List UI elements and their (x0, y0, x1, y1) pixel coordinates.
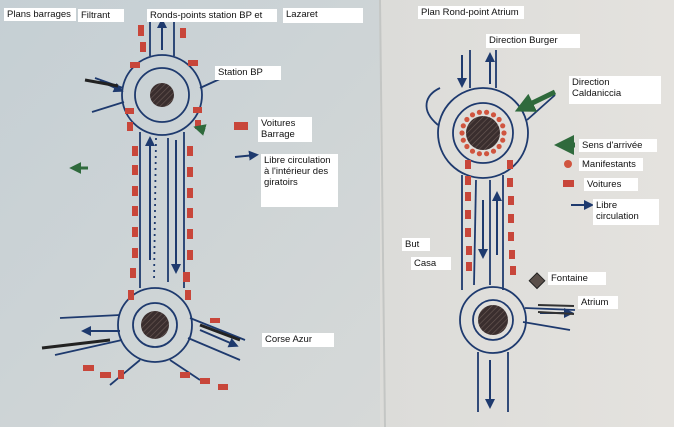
protester-dot (501, 130, 507, 136)
roundabout-station-bp (150, 83, 174, 107)
label-fontaine: Fontaine (548, 272, 606, 285)
protester-dot (484, 151, 490, 157)
protesters (459, 109, 507, 157)
protester-dot (490, 148, 497, 154)
label-plan-rond-point-atrium: Plan Rond-point Atrium (418, 6, 524, 19)
label-direction-caldaniccia: Direction Caldaniccia (569, 76, 661, 104)
label-lazaret: Lazaret (283, 8, 363, 23)
label-sens-arrivee: Sens d'arrivée (579, 139, 657, 152)
roundabout-lazaret (141, 311, 169, 339)
left-barrage-cars (83, 25, 248, 390)
label-voitures: Voitures (584, 178, 638, 191)
label-atrium: Atrium (578, 296, 618, 309)
fountain-icon (528, 272, 546, 290)
roundabout-atrium-top (466, 116, 500, 150)
left-road-network (54, 18, 246, 386)
label-filtrant: Filtrant (78, 9, 124, 22)
protester-dot (464, 143, 470, 150)
label-station-bp: Station BP (215, 66, 281, 80)
right-green-arrows (514, 89, 575, 155)
protester-dot (469, 112, 476, 118)
label-direction-burger: Direction Burger (486, 34, 580, 48)
protester-dot (496, 116, 502, 123)
protester-dot (500, 123, 506, 129)
protester-dot (496, 143, 502, 150)
protester-dot (490, 112, 497, 118)
manifestant-legend-dot (564, 160, 572, 168)
protester-dot (459, 130, 465, 136)
label-casa: Casa (411, 257, 451, 270)
label-manifestants: Manifestants (579, 158, 643, 171)
protester-dot (484, 109, 490, 115)
label-libre-circulation-right: Libre circulation (593, 199, 659, 225)
label-corse-azur: Corse Azur (262, 333, 334, 347)
label-ronds-points: Ronds-points station BP et (147, 9, 277, 22)
protester-dot (500, 137, 506, 143)
protester-dot (476, 109, 482, 115)
protester-dot (469, 148, 476, 154)
label-voitures-barrage: Voitures Barrage (258, 117, 312, 142)
left-green-arrows (69, 124, 207, 174)
left-black-arrows (41, 78, 241, 350)
protester-dot (476, 151, 482, 157)
label-but: But (402, 238, 430, 251)
protester-dot (464, 116, 470, 123)
protester-dot (460, 137, 466, 143)
right-road-network (425, 50, 576, 412)
label-plans-barrages: Plans barrages (4, 8, 76, 21)
roundabout-atrium-bottom (478, 305, 508, 335)
atrium-lines (537, 304, 575, 315)
label-libre-circulation-left: Libre circulation à l'intérieur des gira… (261, 154, 338, 207)
protester-dot (460, 123, 466, 129)
right-barrage-cars (465, 160, 574, 275)
